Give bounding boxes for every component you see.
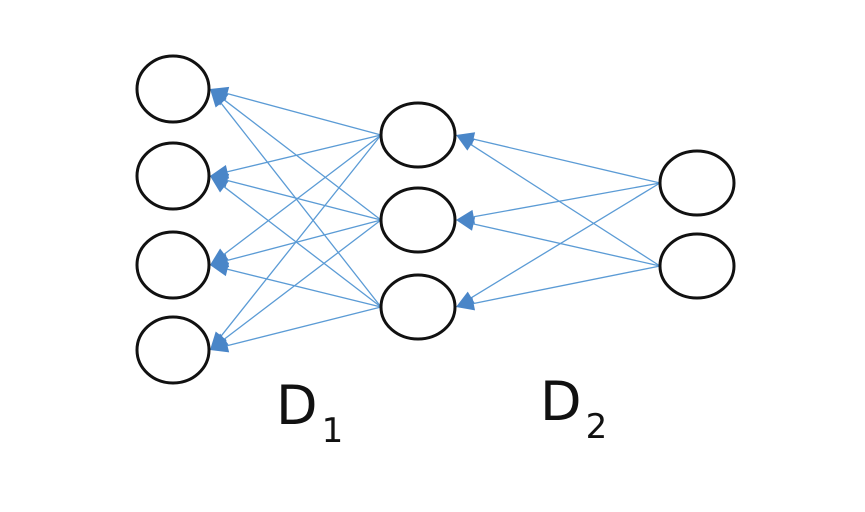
- edge-output-1-to-hidden-2: [456, 182, 661, 224]
- hidden-node-2: [379, 186, 457, 254]
- edge-hidden-3-to-input-2: [210, 176, 382, 308]
- output-node-2: [658, 232, 736, 300]
- arrowhead-icon: [210, 338, 230, 353]
- edge-line: [223, 219, 382, 340]
- edge-output-2-to-hidden-3: [456, 265, 661, 311]
- edges-layer: [210, 86, 661, 353]
- edge-line: [227, 306, 382, 347]
- edge-hidden-1-to-input-2: [210, 134, 382, 179]
- arrowhead-icon: [210, 262, 230, 277]
- edge-hidden-2-to-input-4: [210, 219, 382, 350]
- hidden-node-3: [379, 273, 457, 341]
- edge-line: [473, 223, 661, 267]
- edge-output-2-to-hidden-1: [456, 135, 661, 267]
- edge-hidden-1-to-input-1: [210, 86, 382, 136]
- edge-line: [473, 182, 661, 218]
- edge-output-2-to-hidden-2: [456, 217, 661, 267]
- arrowhead-icon: [456, 296, 476, 311]
- d1-label-main: D: [276, 374, 318, 437]
- edge-line: [227, 134, 382, 173]
- edge-line: [220, 134, 382, 337]
- d2-label-main: D: [540, 370, 582, 433]
- arrowhead-icon: [210, 176, 229, 193]
- edge-line: [220, 102, 382, 308]
- input-node-4: [135, 315, 211, 385]
- d2-label-subscript: 2: [586, 407, 608, 447]
- edge-hidden-3-to-input-4: [210, 306, 382, 353]
- edge-hidden-3-to-input-1: [210, 89, 382, 308]
- edge-line: [471, 182, 661, 299]
- d1-label-subscript: 1: [322, 411, 344, 451]
- edge-hidden-2-to-input-3: [210, 219, 382, 268]
- arrowhead-icon: [456, 217, 476, 231]
- input-node-3: [135, 230, 211, 300]
- arrowhead-icon: [210, 89, 227, 108]
- edge-line: [227, 93, 382, 136]
- edge-line: [223, 186, 382, 308]
- arrowhead-icon: [456, 135, 475, 151]
- edge-line: [227, 179, 382, 221]
- edge-line: [227, 268, 382, 308]
- edge-line: [227, 219, 382, 262]
- edge-line: [223, 134, 382, 255]
- edge-line: [223, 99, 382, 221]
- edge-line: [470, 144, 661, 267]
- edge-hidden-2-to-input-2: [210, 173, 382, 221]
- edge-output-1-to-hidden-1: [456, 132, 661, 184]
- edge-line: [473, 265, 661, 305]
- input-node-2: [135, 141, 211, 211]
- hidden-node-1: [379, 101, 457, 169]
- edge-line: [473, 138, 661, 184]
- edge-hidden-3-to-input-3: [210, 262, 382, 308]
- nodes-layer: [135, 54, 736, 385]
- input-node-1: [135, 54, 211, 124]
- output-node-1: [658, 149, 736, 217]
